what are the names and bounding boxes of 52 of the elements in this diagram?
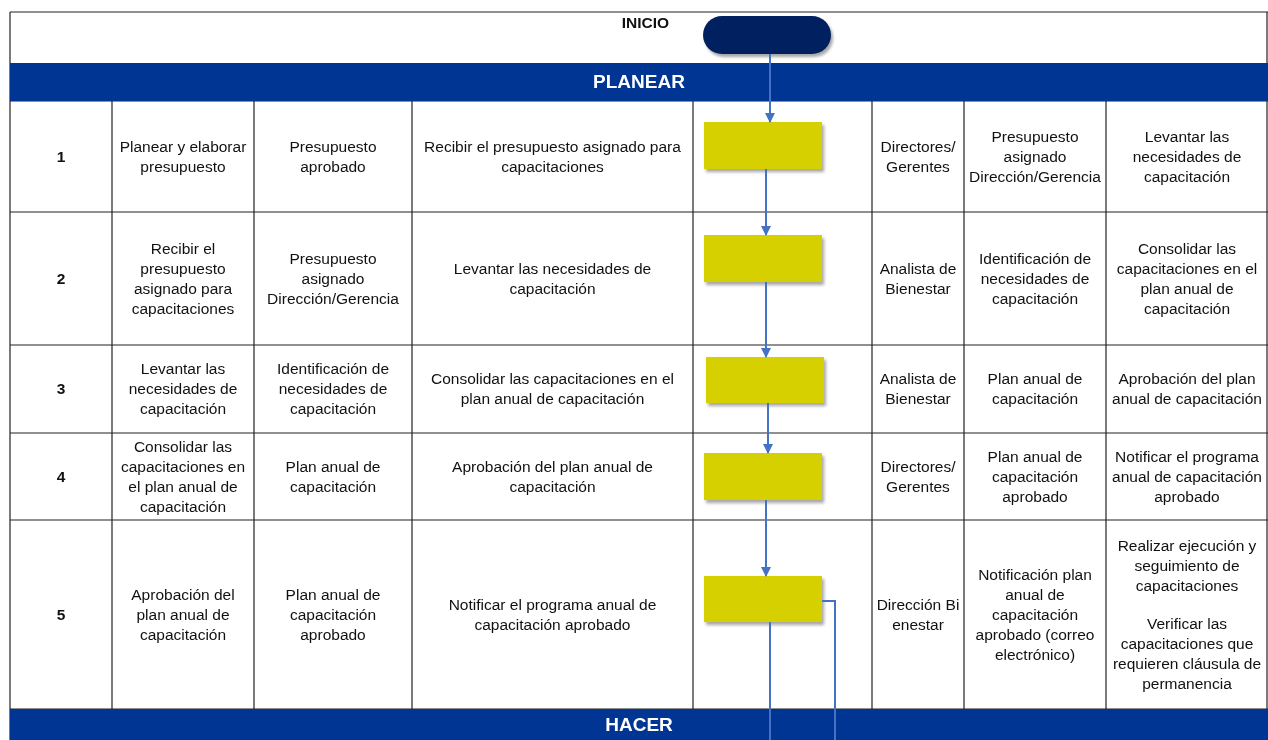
cell-text: Consolidar las capacitaciones en el plan anual de capacitación bbox=[119, 436, 247, 517]
process-box bbox=[704, 453, 822, 500]
step-number: 4 bbox=[56, 466, 66, 487]
cell-text: Plan anual de capacitación aprobado bbox=[284, 584, 382, 645]
cell-text: Recibir el presupuesto asignado para capacitaciones bbox=[130, 238, 236, 319]
cell-text: Levantar las necesidades de capacitación bbox=[452, 258, 653, 299]
cell-text: Presupuesto aprobado bbox=[288, 136, 378, 177]
cell-text: Identificación de necesidades de capacitación bbox=[978, 248, 1092, 309]
cell-text: Realizar ejecución y seguimiento de capacitaciones bbox=[1116, 535, 1258, 596]
arrow bbox=[763, 402, 773, 454]
arrow bbox=[765, 53, 775, 123]
cell-text: Directores/Gerentes bbox=[879, 456, 957, 497]
cell-text: Consolidar las capacitaciones en el plan anual de capacitación bbox=[1115, 238, 1259, 319]
arrow bbox=[761, 499, 771, 577]
cell-text: Plan anual de capacitación aprobado bbox=[986, 446, 1084, 507]
cell-text: Presupuesto asignado Dirección/Gerencia bbox=[266, 248, 400, 309]
cell-text: Identificación de necesidades de capacitación bbox=[276, 359, 390, 419]
cell-text: Analista de Bienestar bbox=[878, 258, 958, 299]
cell-text: Aprobación del plan anual de capacitación bbox=[451, 456, 654, 497]
cell-text: Plan anual de capacitación bbox=[284, 456, 382, 497]
arrow bbox=[761, 168, 771, 236]
process-box bbox=[706, 357, 824, 403]
step-number: 2 bbox=[56, 268, 66, 289]
cell-text: Notificar el programa anual de capacitación aprobado bbox=[447, 594, 658, 635]
cell-text: Consolidar las capacitaciones en el plan anual de capacitación bbox=[430, 369, 675, 409]
cell-text: Analista de Bienestar bbox=[878, 369, 958, 409]
process-box bbox=[704, 235, 822, 282]
cell-text: Aprobación del plan anual de capacitación bbox=[1111, 369, 1263, 409]
cell-text: Directores/Gerentes bbox=[879, 136, 957, 177]
cell-text: Planear y elaborar presupuesto bbox=[118, 136, 248, 177]
cell-text: Notificar el programa anual de capacitación aprobado bbox=[1111, 446, 1263, 507]
cell-text: Levantar las necesidades de capacitación bbox=[127, 359, 239, 419]
cell-text: Verificar las capacitaciones que requieren cláusula de permanencia bbox=[1111, 613, 1263, 694]
cell-text: Presupuesto asignado Dirección/Gerencia bbox=[968, 126, 1102, 187]
process-box bbox=[704, 576, 822, 622]
step-number: 3 bbox=[56, 379, 66, 399]
start-label: INICIO bbox=[621, 13, 669, 33]
section-heading: HACER bbox=[605, 713, 673, 736]
step-number: 1 bbox=[56, 146, 66, 167]
cell-text: Levantar las necesidades de capacitación bbox=[1131, 126, 1243, 187]
cell-text: Recibir el presupuesto asignado para capacitaciones bbox=[423, 136, 682, 177]
cell-text: Dirección Bienestar bbox=[876, 594, 960, 635]
cell-text: Aprobación del plan anual de capacitación bbox=[130, 584, 236, 645]
section-heading: PLANEAR bbox=[593, 71, 685, 93]
process-box bbox=[704, 122, 822, 169]
connector-line bbox=[821, 600, 836, 740]
cell-text: Notificación plan anual de capacitación aprobado (correo electrónico) bbox=[974, 564, 1096, 665]
step-number: 5 bbox=[56, 604, 66, 625]
connector-line bbox=[769, 621, 771, 740]
arrow bbox=[761, 281, 771, 358]
start-terminal bbox=[703, 16, 831, 54]
cell-text: Plan anual de capacitación bbox=[986, 369, 1084, 409]
